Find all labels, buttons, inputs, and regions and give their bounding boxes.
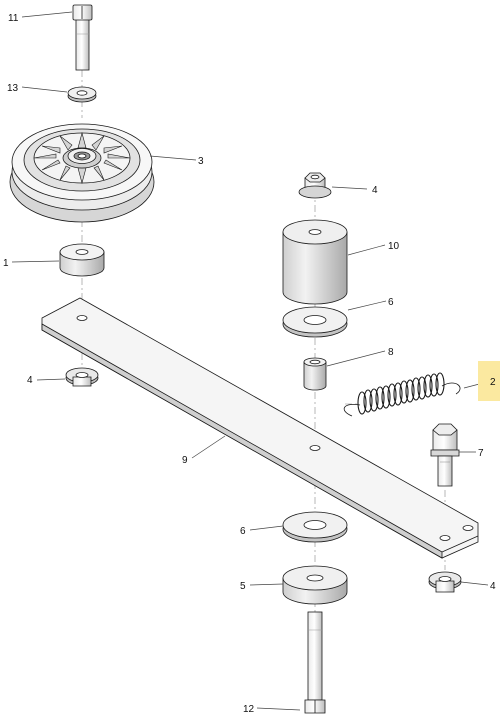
nut-bottom-right (428, 571, 462, 593)
callout-4-left[interactable]: 4 (27, 375, 33, 386)
callout-13[interactable]: 13 (7, 83, 19, 94)
callout-7[interactable]: 7 (478, 448, 484, 459)
nut-top-right (298, 172, 332, 199)
callout-3[interactable]: 3 (198, 156, 204, 167)
callout-12[interactable]: 12 (243, 704, 255, 715)
stud (430, 423, 460, 487)
callout-8[interactable]: 8 (388, 347, 394, 358)
nut-left (65, 367, 99, 387)
callout-5[interactable]: 5 (240, 581, 246, 592)
callout-4-bottom-right[interactable]: 4 (490, 581, 496, 592)
callout-6-lower[interactable]: 6 (240, 526, 246, 537)
callout-10[interactable]: 10 (388, 241, 400, 252)
bolt-bottom (304, 611, 326, 714)
washer-thick (282, 565, 348, 605)
bushing (303, 357, 327, 391)
callout-2-highlight (478, 361, 500, 401)
callout-11[interactable]: 11 (8, 13, 19, 24)
callout-1[interactable]: 1 (3, 258, 9, 269)
idler-pulley (9, 123, 155, 223)
washer-lower (282, 511, 348, 543)
spring (343, 372, 461, 417)
bolt-top (72, 4, 93, 71)
spacer-long (282, 219, 348, 305)
leader-lines (11, 11, 489, 711)
washer-top (67, 86, 97, 103)
spacer-left (59, 243, 105, 277)
callout-labels: 11 13 3 1 4 4 10 6 8 2 7 9 6 5 4 12 (3, 13, 496, 715)
callout-6-right[interactable]: 6 (388, 297, 394, 308)
callout-2[interactable]: 2 (490, 377, 496, 388)
callout-9[interactable]: 9 (182, 455, 188, 466)
idler-arm (41, 297, 479, 559)
callout-4-top-right[interactable]: 4 (372, 185, 378, 196)
washer-right (282, 306, 348, 338)
